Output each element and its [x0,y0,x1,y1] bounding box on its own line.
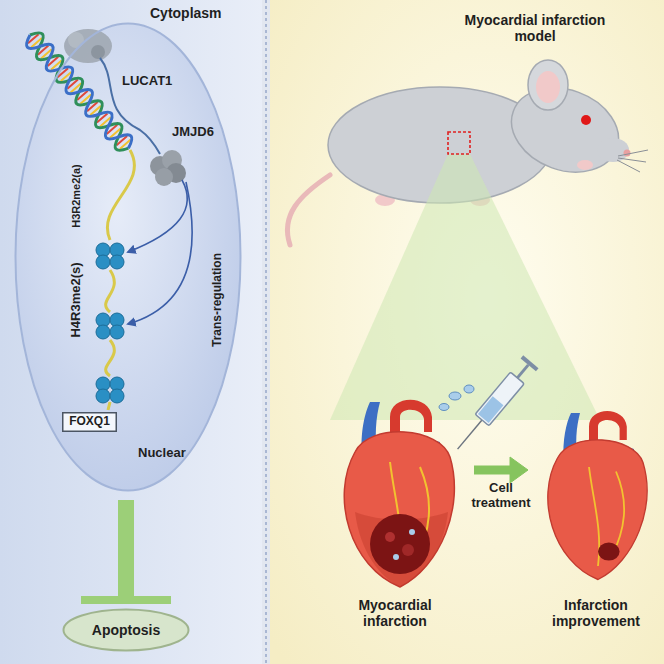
zoom-wedge [330,154,600,420]
lncrna-strand [100,58,160,154]
syringe [450,355,539,455]
histone-mark: H3R2me2(a) [70,164,83,228]
regulation-arrows [128,180,192,324]
nucleus-fill [16,24,240,490]
apoptosis-oval-shape [64,610,189,651]
panel-title: Myocardial infarction model [455,12,615,44]
infarct-heart: Myocardial infarction [320,405,470,637]
divider [262,0,270,664]
stem-cells [439,385,474,411]
jmjd6-protein [150,150,186,186]
histone-mark: H4R3me2(s) [69,262,84,337]
treatment-arrow [474,457,528,483]
heart-caption: Infarction improvement [532,597,660,629]
nucleus-oval-outline [14,22,242,492]
protein-label: JMJD6 [172,125,214,140]
heart-caption: Myocardial infarction [330,597,460,629]
treatment-arrow-shaft [474,466,514,475]
nucleus-label: Nuclear [138,446,208,461]
recovered-heart [548,411,647,580]
gene-box: FOXQ1 [62,412,117,432]
inhibition-arrow [81,500,171,600]
left-background [0,0,263,664]
process-label: Trans-regulation [211,253,225,347]
nucleus-oval: Nuclear FOXQ1 [14,22,242,492]
panel-label: Cytoplasm [150,5,258,21]
nucleus-oval-shape [16,24,241,491]
apoptosis-oval: Apoptosis [62,608,190,652]
infarcted-heart [344,400,454,587]
inhibition-arrow-shaft [118,500,134,600]
gene-box-shape [63,413,117,432]
gene-label: FOXQ1 [69,415,110,429]
outcome-label: Apoptosis [92,622,160,638]
chromatin-fiber [106,150,135,410]
lncrna-label: LUCAT1 [122,74,172,89]
inhibition-arrow-head [81,596,171,604]
polymerase-blob [64,29,112,63]
right-background [270,0,664,664]
heart-site-marker [448,132,470,154]
treatment-arrow-head [510,457,528,483]
model-panel: Myocardial infarction modelMyocardial in… [270,0,664,664]
divider-line [265,0,267,664]
edge-label: Cell treatment [461,481,541,511]
healed-heart: Infarction improvement [532,405,660,637]
nucleosome [96,243,124,403]
